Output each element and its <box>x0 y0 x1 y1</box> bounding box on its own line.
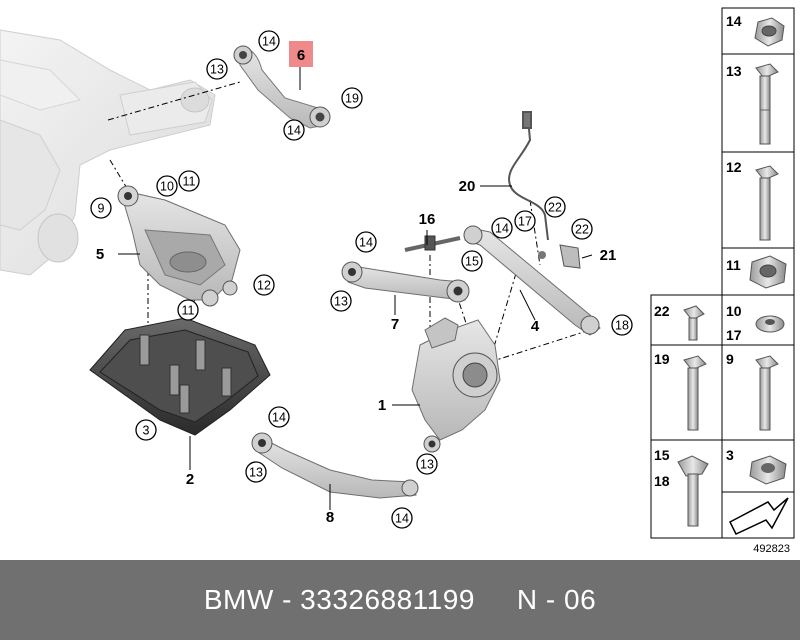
svg-text:9: 9 <box>726 351 734 367</box>
part-label-20: 20 <box>459 178 476 195</box>
grid-cell-19: 19 <box>654 351 707 431</box>
svg-text:13: 13 <box>334 295 348 309</box>
highlight-box <box>289 41 313 67</box>
part-20-sensor-cable <box>508 111 549 241</box>
svg-text:12: 12 <box>726 159 742 175</box>
svg-text:19: 19 <box>345 92 359 106</box>
svg-text:22: 22 <box>575 223 589 237</box>
caption-suffix: N - 06 <box>516 584 597 615</box>
svg-text:17: 17 <box>518 215 532 229</box>
callout-12: 12 <box>253 274 275 296</box>
grid-cell-9: 9 <box>726 351 779 431</box>
part-1-wheel-carrier <box>411 317 501 453</box>
svg-text:18: 18 <box>615 319 629 333</box>
part-16-bolt <box>404 235 461 252</box>
svg-text:14: 14 <box>262 35 276 49</box>
caption-part-number: BMW - 33326881199 <box>203 584 475 615</box>
grid-cell-11: 11 <box>726 255 787 289</box>
svg-text:14: 14 <box>395 512 409 526</box>
callout-11: 11 <box>177 299 199 321</box>
svg-text:10: 10 <box>726 303 742 319</box>
callout-group: 14 13 19 14 10 11 9 11 12 3 14 13 14 14 … <box>90 30 633 529</box>
svg-text:14: 14 <box>359 236 373 250</box>
grid-cell-13: 13 <box>726 63 779 145</box>
part-4-toe-link <box>463 225 601 336</box>
callout-22: 22 <box>544 196 566 218</box>
svg-text:13: 13 <box>420 458 434 472</box>
callout-22: 22 <box>571 218 593 240</box>
part-label-21: 21 <box>600 247 617 264</box>
svg-text:18: 18 <box>654 473 670 489</box>
svg-text:13: 13 <box>249 466 263 480</box>
svg-text:15: 15 <box>654 447 670 463</box>
part-2-underbody-panel <box>89 317 271 436</box>
callout-14: 14 <box>258 30 280 52</box>
callout-14: 14 <box>283 119 305 141</box>
svg-text:11: 11 <box>182 304 195 318</box>
part-5-trailing-arm <box>117 185 241 307</box>
svg-text:11: 11 <box>183 175 196 189</box>
part-label-16: 16 <box>419 211 436 228</box>
svg-text:15: 15 <box>465 255 479 269</box>
callout-17: 17 <box>514 210 536 232</box>
callout-13: 13 <box>416 453 438 475</box>
grid-cell-22: 22 <box>654 303 705 341</box>
grid-cell-15-18: 15 18 <box>654 447 709 527</box>
subframe <box>0 29 216 276</box>
callout-9: 9 <box>90 197 112 219</box>
callout-15: 15 <box>461 250 483 272</box>
caption-bar: BMW - 33326881199 N - 06 <box>0 560 800 640</box>
part-label-5: 5 <box>96 246 104 263</box>
direction-arrow-icon <box>729 497 789 535</box>
reference-number: 492823 <box>753 543 790 555</box>
grid-cell-3: 3 <box>726 447 787 485</box>
svg-text:14: 14 <box>495 222 509 236</box>
svg-text:14: 14 <box>726 13 742 29</box>
svg-text:22: 22 <box>548 201 562 215</box>
part-21-bracket <box>538 244 581 269</box>
svg-text:12: 12 <box>257 279 271 293</box>
svg-text:14: 14 <box>287 124 301 138</box>
callout-11: 11 <box>178 170 200 192</box>
svg-text:14: 14 <box>272 411 286 425</box>
svg-text:17: 17 <box>726 327 742 343</box>
callout-14: 14 <box>491 217 513 239</box>
part-label-6: 6 <box>297 47 305 64</box>
callout-13: 13 <box>330 290 352 312</box>
part-6-highlight-label: 6 <box>289 41 313 67</box>
grid-cell-14: 14 <box>726 13 785 47</box>
part-label-8: 8 <box>326 509 334 526</box>
svg-text:9: 9 <box>98 202 105 216</box>
callout-19: 19 <box>341 87 363 109</box>
svg-text:19: 19 <box>654 351 670 367</box>
grid-cell-10-17: 10 17 <box>726 303 785 343</box>
callout-3: 3 <box>135 419 157 441</box>
part-label-1: 1 <box>378 397 386 414</box>
part-label-7: 7 <box>391 316 399 333</box>
svg-text:13: 13 <box>210 63 224 77</box>
callout-14: 14 <box>268 406 290 428</box>
part-6-control-arm <box>233 45 331 129</box>
part-label-2: 2 <box>186 471 194 488</box>
svg-text:13: 13 <box>726 63 742 79</box>
svg-text:11: 11 <box>726 257 741 273</box>
grid-cell-12: 12 <box>726 159 779 241</box>
part-labels: 5 2 7 8 1 4 16 20 21 <box>96 178 617 526</box>
svg-text:22: 22 <box>654 303 670 319</box>
callout-18: 18 <box>611 314 633 336</box>
part-7-control-arm <box>341 261 470 303</box>
part-label-4: 4 <box>531 318 540 335</box>
svg-text:10: 10 <box>160 180 174 194</box>
part-8-control-arm <box>251 432 419 499</box>
svg-text:3: 3 <box>726 447 734 463</box>
callout-10: 10 <box>156 175 178 197</box>
callout-13: 13 <box>245 461 267 483</box>
callout-14: 14 <box>391 507 413 529</box>
callout-13: 13 <box>206 58 228 80</box>
leader-lines <box>118 65 593 510</box>
parts-diagram: 6 5 2 7 8 1 4 16 20 21 14 13 19 14 10 11… <box>0 7 795 555</box>
svg-text:3: 3 <box>143 424 150 438</box>
callout-14: 14 <box>355 231 377 253</box>
fastener-grid: 14 13 12 11 22 <box>650 7 795 555</box>
